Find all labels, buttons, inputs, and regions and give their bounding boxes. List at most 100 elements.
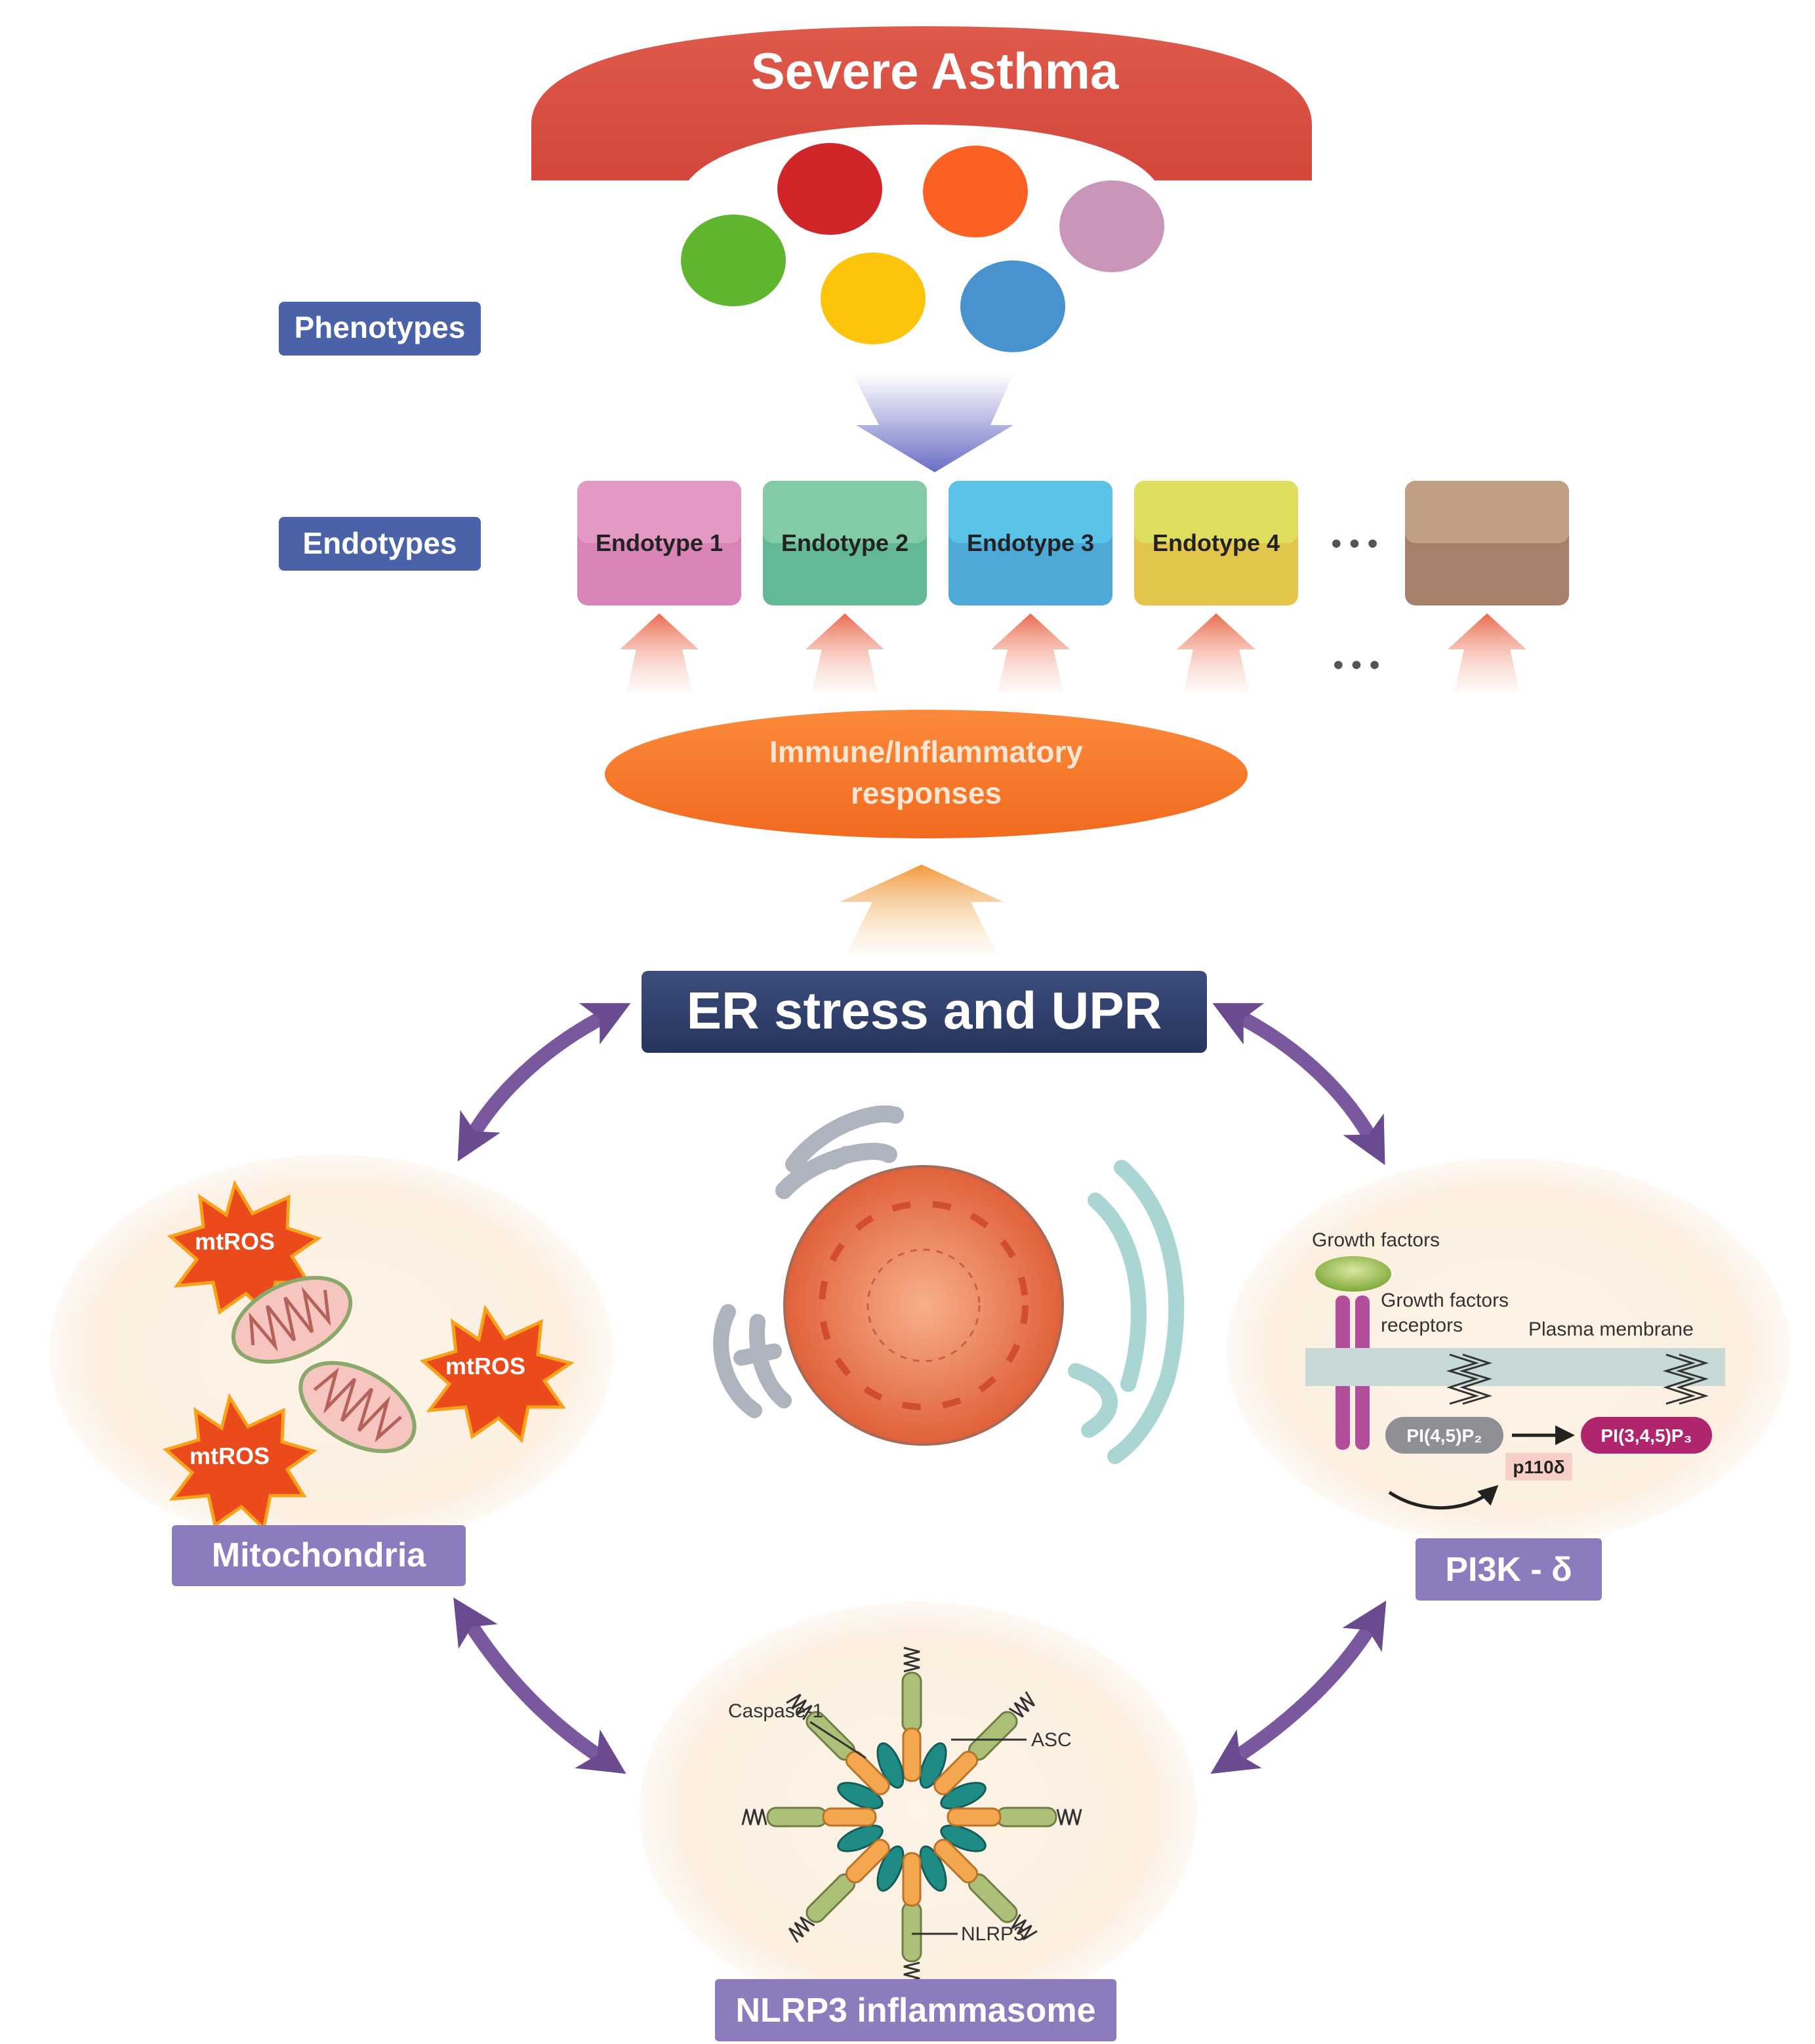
asc-subunit bbox=[940, 1824, 987, 1852]
phenotype-dot bbox=[821, 253, 926, 344]
nlrp3-tail bbox=[741, 1809, 767, 1826]
up-arrow bbox=[620, 613, 699, 692]
caspase-subunit bbox=[902, 1727, 922, 1782]
er-stress-box bbox=[642, 971, 1207, 1053]
asc-subunit bbox=[876, 1845, 905, 1892]
endotype-boxes: Endotype 1 Endotype 2 Endotype 3 Endotyp… bbox=[577, 481, 1569, 605]
caspase-subunit bbox=[845, 1839, 890, 1884]
nlrp3-subunit bbox=[901, 1671, 922, 1733]
p110-label: p110δ bbox=[1513, 1457, 1564, 1477]
endotype-label-4: Endotype 4 bbox=[1152, 529, 1280, 556]
gf-receptors-label-line2: receptors bbox=[1381, 1315, 1463, 1336]
nlrp3-tail bbox=[788, 1916, 815, 1943]
severe-asthma-arch bbox=[531, 26, 1312, 180]
endotype-box-1-top bbox=[577, 481, 741, 543]
bidirectional-arrows bbox=[453, 1003, 1387, 1774]
nucleolus-ring bbox=[867, 1248, 981, 1362]
endotype-box-3-top bbox=[948, 481, 1112, 543]
phenotype-dot bbox=[1059, 180, 1164, 272]
immune-response-label-line2: responses bbox=[851, 776, 1002, 810]
upward-arrows: • • • bbox=[620, 613, 1526, 692]
arrow-er-pi3k bbox=[1212, 1003, 1385, 1166]
up-arrow bbox=[1177, 613, 1255, 692]
asc-subunit bbox=[940, 1782, 987, 1810]
mtros-label: mtROS bbox=[190, 1442, 270, 1469]
endotype-label-1: Endotype 1 bbox=[596, 529, 723, 556]
endotypes-label: Endotypes bbox=[302, 526, 457, 560]
phenotypes-label-box bbox=[279, 302, 481, 356]
caspase-subunit bbox=[933, 1839, 979, 1884]
endotype-label-2: Endotype 2 bbox=[781, 529, 908, 556]
pip3-pill bbox=[1581, 1417, 1712, 1454]
nlrp3-tail bbox=[1008, 1691, 1035, 1718]
nucleus-inner-ring bbox=[819, 1200, 1029, 1410]
cell-illustration bbox=[713, 1105, 1185, 1464]
lipid-tail-icon bbox=[1446, 1353, 1493, 1405]
pip2-pill bbox=[1385, 1417, 1503, 1454]
mtros-star bbox=[162, 1393, 317, 1532]
caspase-label: Caspase-1 bbox=[728, 1700, 823, 1722]
mtros-label: mtROS bbox=[195, 1228, 275, 1255]
p110-box bbox=[1505, 1453, 1572, 1481]
mtros-burst-2: mtROS bbox=[419, 1304, 575, 1443]
asc-subunit bbox=[837, 1782, 884, 1810]
nlrp3-tail bbox=[903, 1646, 920, 1673]
er-stress-label: ER stress and UPR bbox=[687, 981, 1162, 1040]
asc-subunit bbox=[919, 1845, 947, 1892]
endoplasmic-reticulum-icon bbox=[1068, 1160, 1185, 1464]
er-to-immune-arrow bbox=[840, 865, 1004, 954]
endotype-box-4-top bbox=[1134, 481, 1298, 543]
phenotype-dot bbox=[777, 143, 882, 235]
arrow-er-mitochondria bbox=[457, 1003, 631, 1162]
caspase-leader bbox=[809, 1721, 867, 1759]
nlrp3-tail bbox=[786, 1694, 813, 1721]
nlrp3-tail bbox=[1056, 1809, 1082, 1826]
immune-response-ellipse bbox=[605, 710, 1248, 838]
up-arrow bbox=[991, 613, 1070, 692]
asc-subunit bbox=[919, 1742, 947, 1789]
up-arrow bbox=[806, 613, 884, 692]
catalysis-arrow bbox=[1388, 1484, 1499, 1510]
asc-subunit bbox=[837, 1824, 884, 1852]
nlrp3-label-box bbox=[715, 1979, 1116, 2041]
caspase-subunit bbox=[902, 1852, 922, 1907]
growth-factors-label: Growth factors bbox=[1312, 1229, 1440, 1251]
mitochondrion-icon bbox=[231, 1275, 353, 1364]
phenotype-dot bbox=[681, 215, 786, 306]
nlrp3-subunit bbox=[901, 1901, 922, 1963]
growth-factor-icon bbox=[1315, 1256, 1391, 1292]
caspase-subunit bbox=[947, 1807, 1002, 1827]
nlrp3-subunit bbox=[766, 1807, 828, 1828]
caspase-subunit bbox=[822, 1807, 877, 1827]
plasma-membrane-label: Plasma membrane bbox=[1528, 1318, 1694, 1340]
nucleus bbox=[783, 1165, 1064, 1446]
mtros-burst-3: mtROS bbox=[162, 1393, 317, 1532]
page-title: Severe Asthma bbox=[751, 42, 1119, 100]
nlrp3-component-label: NLRP3 bbox=[961, 1923, 1025, 1945]
endotype-label-3: Endotype 3 bbox=[967, 529, 1094, 556]
plasma-membrane bbox=[1305, 1348, 1725, 1386]
caspase-subunit bbox=[933, 1750, 979, 1795]
golgi-icon bbox=[713, 1304, 792, 1418]
immune-response-label-line1: Immune/Inflammatory bbox=[769, 735, 1083, 769]
asc-subunit bbox=[876, 1742, 905, 1789]
phenotype-dot bbox=[960, 260, 1065, 352]
mitochondria-label-box bbox=[172, 1525, 466, 1586]
mtros-star bbox=[419, 1304, 575, 1443]
asc-label: ASC bbox=[1031, 1729, 1072, 1751]
caspase-subunit bbox=[845, 1750, 890, 1795]
nlrp3-panel bbox=[640, 1602, 1197, 2019]
arrow-mitochondria-nlrp3 bbox=[453, 1597, 626, 1774]
phenotype-dots bbox=[681, 143, 1164, 352]
phenotypes-label: Phenotypes bbox=[295, 310, 466, 344]
funnel-arrow bbox=[853, 374, 1013, 472]
mitochondrion-icon bbox=[298, 1360, 417, 1454]
endotype-ellipsis: • • • bbox=[1332, 527, 1378, 560]
endotype-box-5-top bbox=[1405, 481, 1569, 543]
inflammasome-ring bbox=[741, 1646, 1082, 1988]
mtros-label: mtROS bbox=[445, 1353, 525, 1380]
arrow-ellipsis: • • • bbox=[1334, 649, 1380, 681]
nlrp3-label: NLRP3 inflammasome bbox=[735, 1992, 1095, 2030]
up-arrow bbox=[1448, 613, 1526, 692]
